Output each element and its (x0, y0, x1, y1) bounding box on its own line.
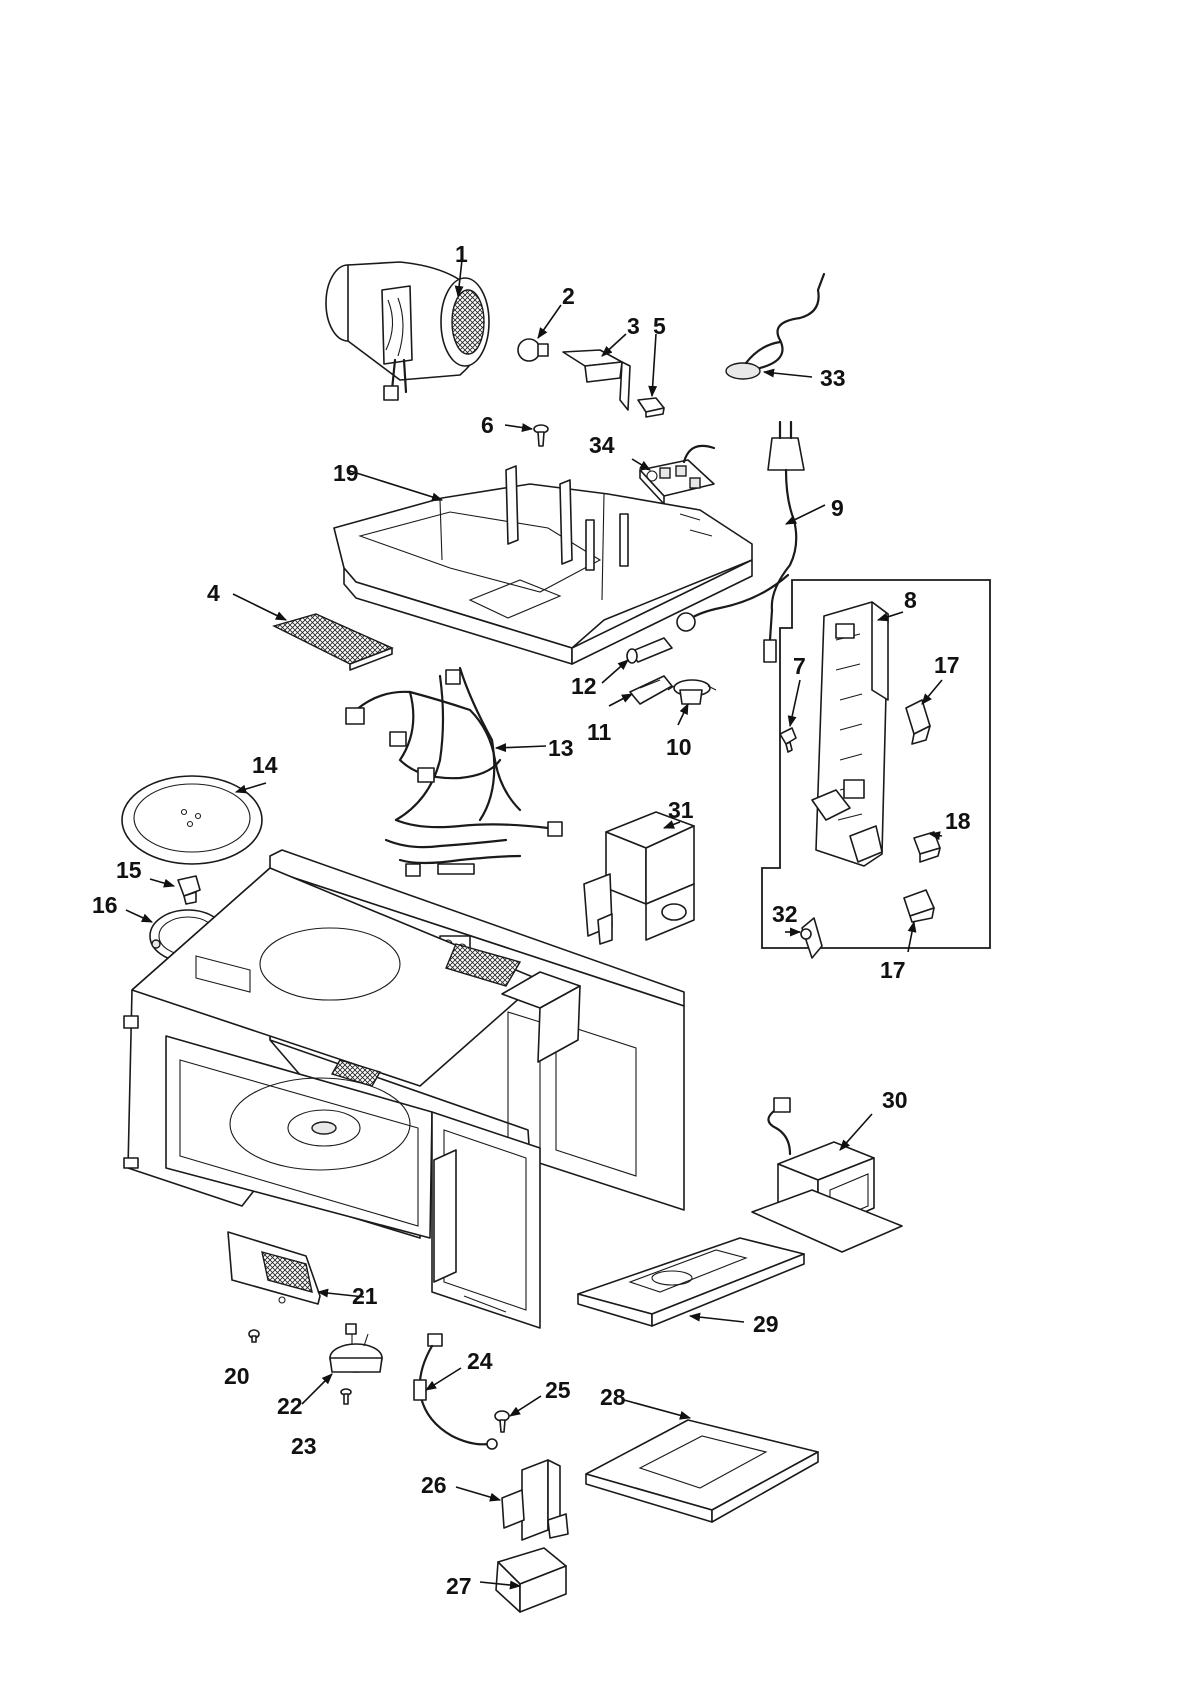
part-switch-17-lower[interactable] (903, 889, 935, 923)
callout-2: 2 (562, 283, 575, 309)
callout-22: 22 (277, 1393, 303, 1419)
callout-24: 24 (467, 1348, 493, 1374)
callout-34: 34 (589, 432, 615, 458)
callout-17b: 17 (880, 957, 906, 983)
part-blower-motor[interactable] (325, 261, 490, 401)
callout-labels: 1 2 3 5 33 6 34 19 9 4 12 11 10 13 14 15… (92, 241, 971, 1599)
callout-10: 10 (666, 734, 692, 760)
callout-23: 23 (291, 1433, 317, 1459)
part-transformer[interactable] (751, 1097, 903, 1253)
callout-27: 27 (446, 1573, 472, 1599)
callout-5: 5 (653, 313, 666, 339)
callout-31: 31 (668, 797, 694, 823)
callout-4: 4 (207, 580, 220, 606)
callout-16: 16 (92, 892, 118, 918)
callout-8: 8 (904, 587, 917, 613)
callout-14: 14 (252, 752, 278, 778)
callout-17a: 17 (934, 652, 960, 678)
part-wire-harness[interactable] (345, 666, 563, 877)
part-switch-5[interactable] (637, 397, 665, 418)
part-screw-6[interactable] (533, 424, 549, 447)
part-lamp-socket[interactable] (562, 349, 631, 411)
part-latch-lever[interactable] (800, 917, 823, 959)
callout-19: 19 (333, 460, 359, 486)
part-latch-board[interactable] (811, 601, 889, 867)
part-magnetron[interactable] (583, 811, 695, 945)
part-oven-cavity[interactable] (123, 849, 685, 1329)
callout-29: 29 (753, 1311, 779, 1337)
part-screw-25[interactable] (494, 1410, 510, 1433)
part-bottom-panel[interactable] (585, 1419, 819, 1523)
callout-13: 13 (548, 735, 574, 761)
leader-lines (125, 259, 943, 1590)
callout-3: 3 (627, 313, 640, 339)
callout-18: 18 (945, 808, 971, 834)
callout-9: 9 (831, 495, 844, 521)
callout-25: 25 (545, 1377, 571, 1403)
part-turntable-coupler[interactable] (177, 875, 201, 905)
callout-1: 1 (455, 241, 468, 267)
part-hinge-bracket[interactable] (501, 1459, 569, 1541)
part-screw-23[interactable] (340, 1388, 352, 1405)
part-fuse-holder[interactable] (629, 675, 673, 705)
callout-11: 11 (587, 719, 612, 745)
callout-26: 26 (421, 1472, 447, 1498)
part-switch-17-upper[interactable] (905, 699, 931, 745)
callout-21: 21 (352, 1283, 378, 1309)
callout-6: 6 (481, 412, 494, 438)
part-vent-grille[interactable] (227, 1231, 321, 1305)
callout-33: 33 (820, 365, 846, 391)
part-cover-plate[interactable] (577, 1237, 805, 1327)
part-screw-20[interactable] (248, 1329, 260, 1343)
part-control-board[interactable] (639, 444, 716, 505)
part-thermostat[interactable] (667, 679, 717, 705)
part-base-plate[interactable] (333, 465, 753, 665)
callout-30: 30 (882, 1087, 908, 1113)
part-fuse[interactable] (626, 637, 673, 664)
callout-28: 28 (600, 1384, 626, 1410)
part-door-switch[interactable] (495, 1547, 567, 1613)
subassembly-frame (761, 579, 991, 949)
callout-12: 12 (571, 673, 597, 699)
part-lamp-bulb[interactable] (517, 338, 549, 362)
part-turntable-tray[interactable] (121, 775, 263, 865)
callout-32: 32 (772, 901, 798, 927)
part-screw-7[interactable] (779, 727, 797, 753)
part-thermal-sensor-lead[interactable] (725, 272, 826, 380)
part-switch-18[interactable] (913, 831, 941, 863)
part-sensor-lead-24[interactable] (413, 1333, 498, 1450)
callout-15: 15 (116, 857, 142, 883)
callout-7: 7 (793, 653, 806, 679)
part-turntable-motor[interactable] (329, 1323, 383, 1373)
callout-20: 20 (224, 1363, 250, 1389)
part-grease-filter[interactable] (272, 613, 394, 671)
part-power-cord[interactable] (676, 420, 805, 663)
